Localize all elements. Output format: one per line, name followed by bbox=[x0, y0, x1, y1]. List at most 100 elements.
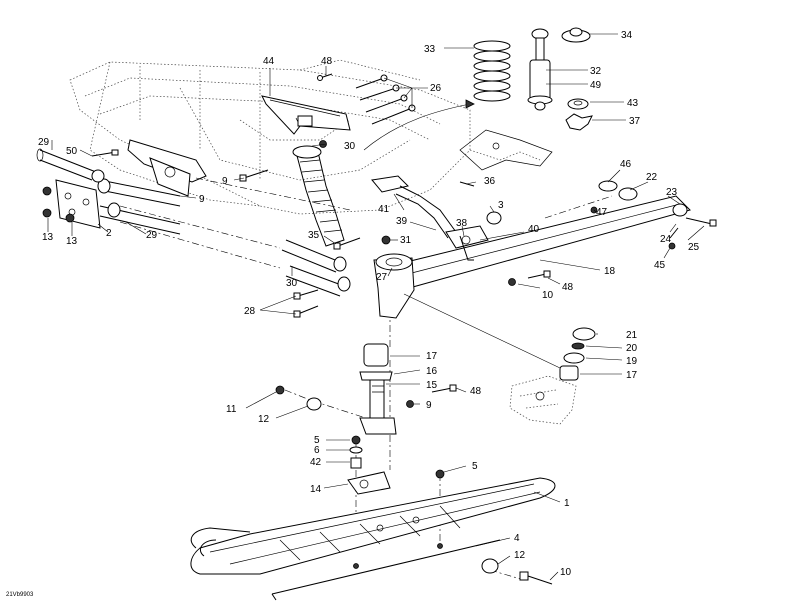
callout-30-upper: 30 bbox=[344, 141, 356, 152]
callout-5: 5 bbox=[314, 435, 320, 446]
callout-29-right: 30 bbox=[286, 278, 298, 289]
callout-27: 27 bbox=[376, 272, 388, 283]
callout-leaders bbox=[47, 33, 705, 581]
bolt-48-upper-head bbox=[543, 270, 551, 278]
callout-21: 21 bbox=[626, 330, 638, 341]
nut-5 bbox=[351, 435, 361, 445]
upper-bracket bbox=[261, 95, 351, 135]
callout-35: 36 bbox=[484, 176, 496, 187]
upper-right-mount bbox=[459, 129, 553, 171]
callout-41: 42 bbox=[310, 457, 322, 468]
bolt-50 bbox=[91, 149, 119, 157]
runner-4-end bbox=[271, 593, 277, 601]
bolt-10-head bbox=[519, 571, 529, 581]
callout-14: 14 bbox=[310, 484, 322, 495]
callout-33: 34 bbox=[621, 30, 633, 41]
callout-25: 25 bbox=[688, 242, 700, 253]
cap-21 bbox=[572, 327, 596, 341]
spindle-15 bbox=[359, 379, 397, 435]
cap-3 bbox=[486, 211, 502, 225]
nut-9-upper bbox=[508, 278, 516, 286]
callout-5-right: 5 bbox=[472, 461, 478, 472]
cross-tubes-29 bbox=[36, 148, 351, 297]
center-shock-absorber bbox=[292, 145, 345, 247]
coil-spring bbox=[473, 40, 511, 102]
bolt-48-upper bbox=[527, 273, 547, 279]
callout-13-a: 13 bbox=[42, 232, 54, 243]
callout-labels: 44 48 26 33 34 32 49 43 37 30 9 29 50 9 … bbox=[6, 30, 700, 598]
callout-48-upper: 48 bbox=[562, 282, 574, 293]
washer-45 bbox=[598, 180, 618, 192]
callout-10: 10 bbox=[560, 567, 572, 578]
callout-29-left: 29 bbox=[38, 137, 50, 148]
steering-arm bbox=[371, 175, 489, 249]
ski-leg-arm bbox=[373, 195, 691, 319]
callout-42: 43 bbox=[627, 98, 639, 109]
callout-9-upper: 10 bbox=[542, 290, 554, 301]
callout-2: 2 bbox=[106, 228, 112, 239]
left-plate bbox=[55, 179, 101, 229]
nut-44 bbox=[668, 242, 676, 250]
bushing-17-right bbox=[559, 365, 579, 381]
bolt-25 bbox=[685, 217, 713, 225]
callout-4: 4 bbox=[514, 533, 520, 544]
callout-17-right: 17 bbox=[626, 370, 638, 381]
ski bbox=[190, 477, 556, 575]
washer-42 bbox=[567, 98, 589, 110]
nut-20 bbox=[571, 342, 585, 350]
bolt-8 bbox=[239, 169, 269, 182]
washer-16 bbox=[359, 371, 393, 381]
callout-26: 26 bbox=[430, 83, 442, 94]
bolts-28 bbox=[293, 289, 319, 318]
bolt-48-lower bbox=[431, 387, 453, 393]
callout-31: 32 bbox=[590, 66, 602, 77]
washer-19 bbox=[563, 352, 585, 364]
callout-44: 45 bbox=[654, 260, 666, 271]
left-mount-bracket bbox=[127, 139, 207, 197]
sleeve-41 bbox=[350, 457, 362, 469]
callout-24: 24 bbox=[660, 234, 672, 245]
callout-38: 40 bbox=[528, 224, 540, 235]
runner-nut-b bbox=[353, 563, 359, 569]
callout-34: 35 bbox=[308, 230, 320, 241]
callout-46: 47 bbox=[596, 207, 608, 218]
callout-9-lower: 9 bbox=[426, 400, 432, 411]
callout-32: 33 bbox=[424, 44, 436, 55]
callout-18: 18 bbox=[604, 266, 616, 277]
runner-nut-a bbox=[437, 543, 443, 549]
callout-47: 48 bbox=[321, 56, 333, 67]
callout-12-lower: 12 bbox=[514, 550, 526, 561]
callout-22: 22 bbox=[646, 172, 658, 183]
callout-37: 38 bbox=[456, 218, 468, 229]
callout-13-b: 13 bbox=[66, 236, 78, 247]
bushing-22 bbox=[618, 187, 638, 201]
bushing-23 bbox=[672, 203, 688, 217]
bumper-36 bbox=[565, 113, 593, 131]
callout-6: 6 bbox=[314, 445, 320, 456]
callout-28: 28 bbox=[244, 306, 256, 317]
bolt-25-head bbox=[709, 219, 717, 227]
callout-3: 3 bbox=[498, 200, 504, 211]
bolt-34 bbox=[333, 237, 361, 250]
top-mount-33 bbox=[561, 27, 591, 43]
nut-30-lower bbox=[381, 235, 391, 245]
nuts-13 bbox=[42, 186, 75, 223]
bushing-17 bbox=[363, 343, 389, 367]
callout-11: 11 bbox=[226, 404, 237, 415]
callout-43: 44 bbox=[263, 56, 275, 67]
small-bolt-47 bbox=[317, 73, 333, 81]
runner-4 bbox=[271, 539, 501, 595]
nut-11 bbox=[275, 385, 285, 395]
callout-50: 50 bbox=[66, 146, 78, 157]
pointer-arrow bbox=[363, 103, 471, 151]
link-37 bbox=[459, 235, 474, 261]
sleeve-24 bbox=[669, 227, 679, 239]
callout-29-mid: 29 bbox=[146, 230, 158, 241]
callout-16: 16 bbox=[426, 366, 438, 377]
callout-49: 49 bbox=[590, 80, 602, 91]
callout-40: 41 bbox=[378, 204, 390, 215]
callout-20: 20 bbox=[626, 343, 638, 354]
callout-30-lower: 31 bbox=[400, 235, 412, 246]
callout-1: 1 bbox=[564, 498, 570, 509]
